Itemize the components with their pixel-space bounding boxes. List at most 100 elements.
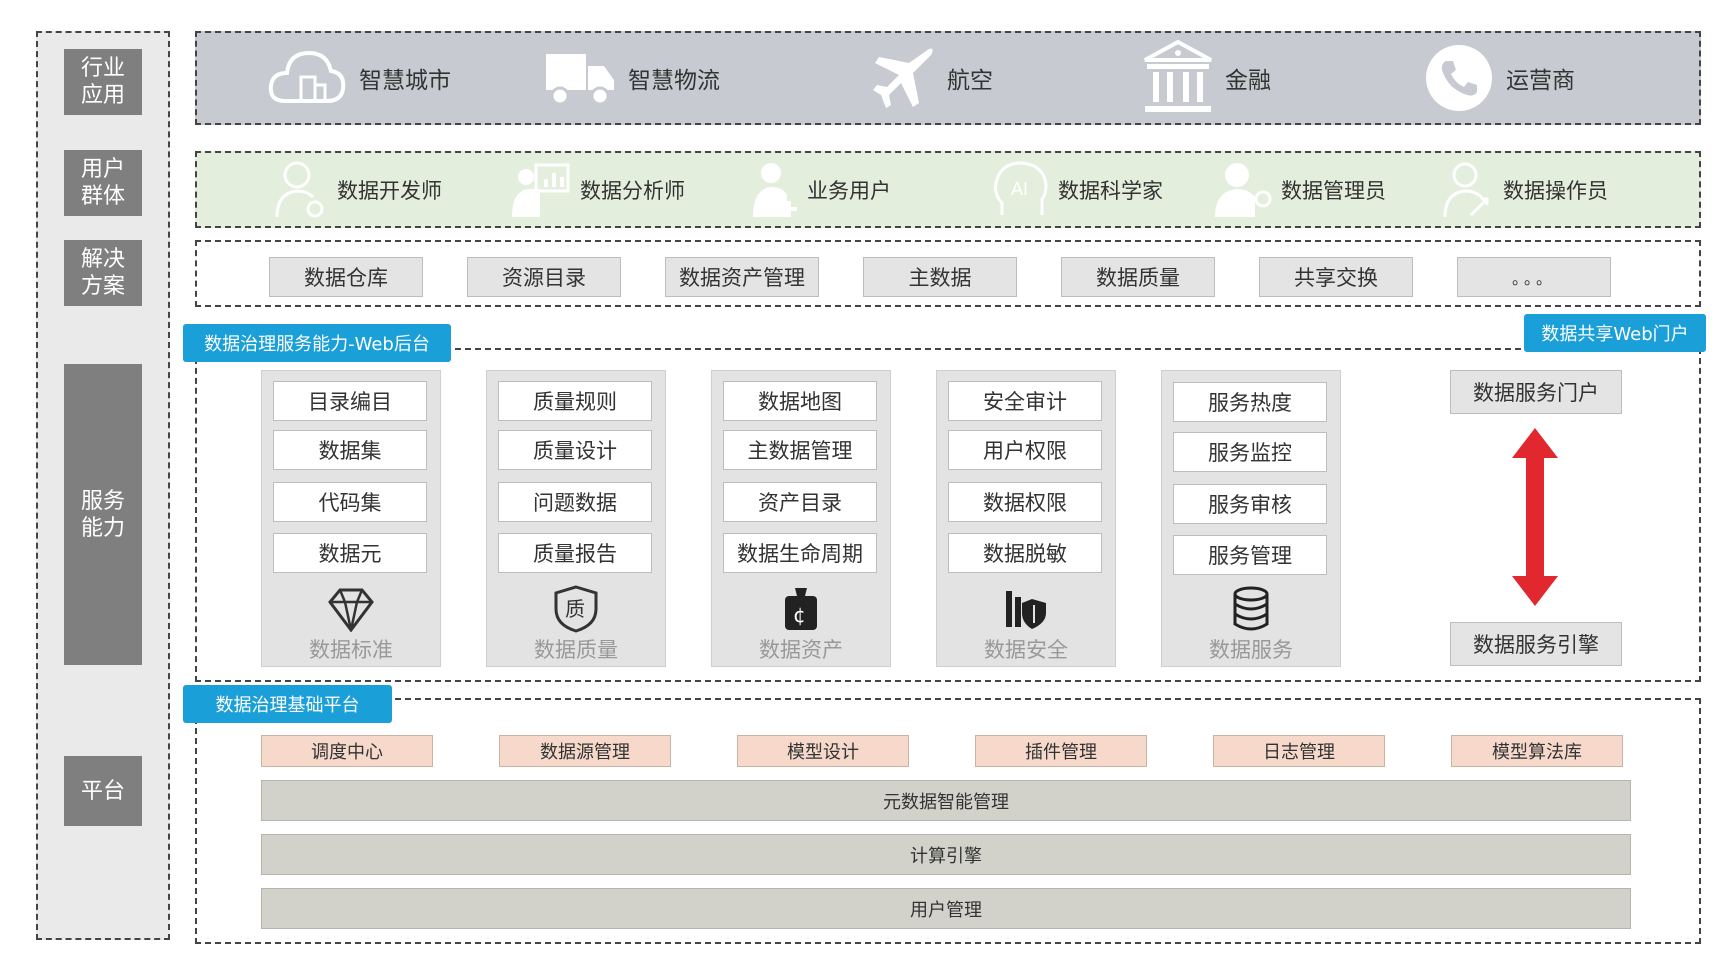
user-label: 数据科学家 — [1058, 178, 1163, 203]
asset-bag-icon: ¢ — [785, 588, 817, 630]
ai-head-icon: AI — [994, 160, 1048, 215]
solution-box: 数据质量 — [1061, 257, 1215, 297]
service-item: 服务管理 — [1173, 535, 1327, 575]
service-item: 服务监控 — [1173, 432, 1327, 472]
user-label: 数据操作员 — [1503, 178, 1608, 203]
service-item: 数据权限 — [948, 482, 1102, 522]
user-item-analyst: 数据分析师 — [510, 153, 685, 226]
platform-module: 插件管理 — [975, 735, 1147, 767]
layer-label-services: 服务 能力 — [64, 364, 142, 665]
solution-box: 数据资产管理 — [665, 257, 819, 297]
service-item: 代码集 — [273, 482, 427, 522]
quality-shield-icon: 质 — [554, 585, 598, 633]
solutions-row: 数据仓库 资源目录 数据资产管理 主数据 数据质量 共享交换 。。。 — [195, 240, 1701, 307]
industry-item-finance: 金融 — [1143, 33, 1271, 123]
user-item-scientist: AI 数据科学家 — [992, 153, 1163, 226]
solution-box: 主数据 — [863, 257, 1017, 297]
data-service-portal-box: 数据服务门户 — [1450, 370, 1622, 414]
service-item: 主数据管理 — [723, 430, 877, 470]
user-item-business: 业务用户 — [749, 153, 891, 226]
service-item: 数据集 — [273, 430, 427, 470]
service-panel-data-security: 安全审计 用户权限 数据权限 数据脱敏 数据安全 — [936, 370, 1116, 667]
industry-item-telecom: 运营商 — [1424, 33, 1575, 123]
layer-label-users: 用户 群体 — [64, 150, 142, 216]
industry-item-smart-city: 智慧城市 — [267, 33, 451, 123]
web-portal-tag: 数据共享Web门户 — [1524, 314, 1706, 352]
solution-box-more: 。。。 — [1457, 257, 1611, 297]
airplane-icon — [873, 48, 933, 108]
service-item: 质量报告 — [498, 533, 652, 573]
service-item: 数据地图 — [723, 381, 877, 421]
service-item: 数据生命周期 — [723, 533, 877, 573]
service-panel-title: 数据质量 — [534, 638, 618, 662]
platform-module: 调度中心 — [261, 735, 433, 767]
compute-engine-bar: 计算引擎 — [261, 834, 1631, 875]
cloud-city-icon — [268, 50, 346, 103]
service-item: 问题数据 — [498, 482, 652, 522]
platform-module: 模型算法库 — [1451, 735, 1623, 767]
phone-icon — [1426, 45, 1492, 111]
service-item: 服务审核 — [1173, 484, 1327, 524]
industry-label: 金融 — [1225, 68, 1271, 94]
truck-icon — [546, 54, 614, 106]
service-panel-data-service: 服务热度 服务监控 服务审核 服务管理 数据服务 — [1161, 370, 1341, 667]
analyst-icon — [512, 163, 570, 217]
database-icon — [1233, 586, 1269, 631]
data-service-engine-box: 数据服务引擎 — [1450, 622, 1622, 666]
service-item: 数据元 — [273, 533, 427, 573]
layer-label-solutions: 解决 方案 — [64, 240, 142, 306]
service-panel-data-standard: 目录编目 数据集 代码集 数据元 数据标准 — [261, 370, 441, 667]
user-item-operator: 数据操作员 — [1441, 153, 1608, 226]
service-panel-title: 数据资产 — [759, 638, 843, 662]
service-item: 质量设计 — [498, 430, 652, 470]
layer-label-platform: 平台 — [64, 756, 142, 826]
industry-label: 智慧城市 — [359, 68, 451, 94]
user-label: 数据管理员 — [1281, 178, 1386, 203]
solution-box: 共享交换 — [1259, 257, 1413, 297]
user-group-row: 数据开发师 数据分析师 业务用户 AI 数据科学家 数据管理员 — [195, 151, 1701, 228]
platform-module: 日志管理 — [1213, 735, 1385, 767]
industry-label: 航空 — [947, 68, 993, 94]
industry-label: 运营商 — [1506, 68, 1575, 94]
service-panel-data-asset: 数据地图 主数据管理 资产目录 数据生命周期 ¢ 数据资产 — [711, 370, 891, 667]
service-item: 用户权限 — [948, 430, 1102, 470]
svg-text:质: 质 — [565, 597, 585, 621]
service-item: 数据脱敏 — [948, 533, 1102, 573]
service-item: 资产目录 — [723, 482, 877, 522]
diamond-icon — [328, 588, 374, 632]
user-item-admin: 数据管理员 — [1213, 153, 1386, 226]
svg-text:AI: AI — [1011, 179, 1028, 199]
industry-item-logistics: 智慧物流 — [544, 33, 720, 123]
user-label: 数据分析师 — [580, 178, 685, 203]
layer-label-industry: 行业 应用 — [64, 49, 142, 115]
business-user-icon — [753, 162, 797, 217]
service-panel-title: 数据服务 — [1209, 638, 1293, 662]
service-item: 目录编目 — [273, 381, 427, 421]
admin-icon — [1215, 162, 1272, 217]
user-label: 数据开发师 — [337, 178, 442, 203]
operator-icon — [1443, 162, 1489, 217]
solution-box: 数据仓库 — [269, 257, 423, 297]
solution-box: 资源目录 — [467, 257, 621, 297]
platform-section — [195, 698, 1701, 944]
service-item: 质量规则 — [498, 381, 652, 421]
bidirectional-arrow-icon — [1512, 428, 1558, 606]
service-capability-section — [195, 348, 1701, 682]
web-backend-tag: 数据治理服务能力-Web后台 — [183, 324, 451, 362]
service-panel-title: 数据标准 — [309, 638, 393, 662]
platform-module: 模型设计 — [737, 735, 909, 767]
service-panel-title: 数据安全 — [984, 638, 1068, 662]
industry-label: 智慧物流 — [628, 68, 720, 94]
industry-item-aviation: 航空 — [873, 33, 993, 123]
user-label: 业务用户 — [807, 178, 891, 203]
user-item-developer: 数据开发师 — [273, 153, 442, 226]
metadata-management-bar: 元数据智能管理 — [261, 780, 1631, 821]
user-management-bar: 用户管理 — [261, 888, 1631, 929]
svg-text:¢: ¢ — [793, 603, 806, 627]
platform-tag: 数据治理基础平台 — [183, 685, 392, 723]
platform-module: 数据源管理 — [499, 735, 671, 767]
service-item: 服务热度 — [1173, 382, 1327, 422]
bank-icon — [1144, 40, 1212, 112]
industry-application-row: 智慧城市 智慧物流 航空 金融 — [195, 31, 1701, 125]
developer-icon — [275, 161, 324, 217]
